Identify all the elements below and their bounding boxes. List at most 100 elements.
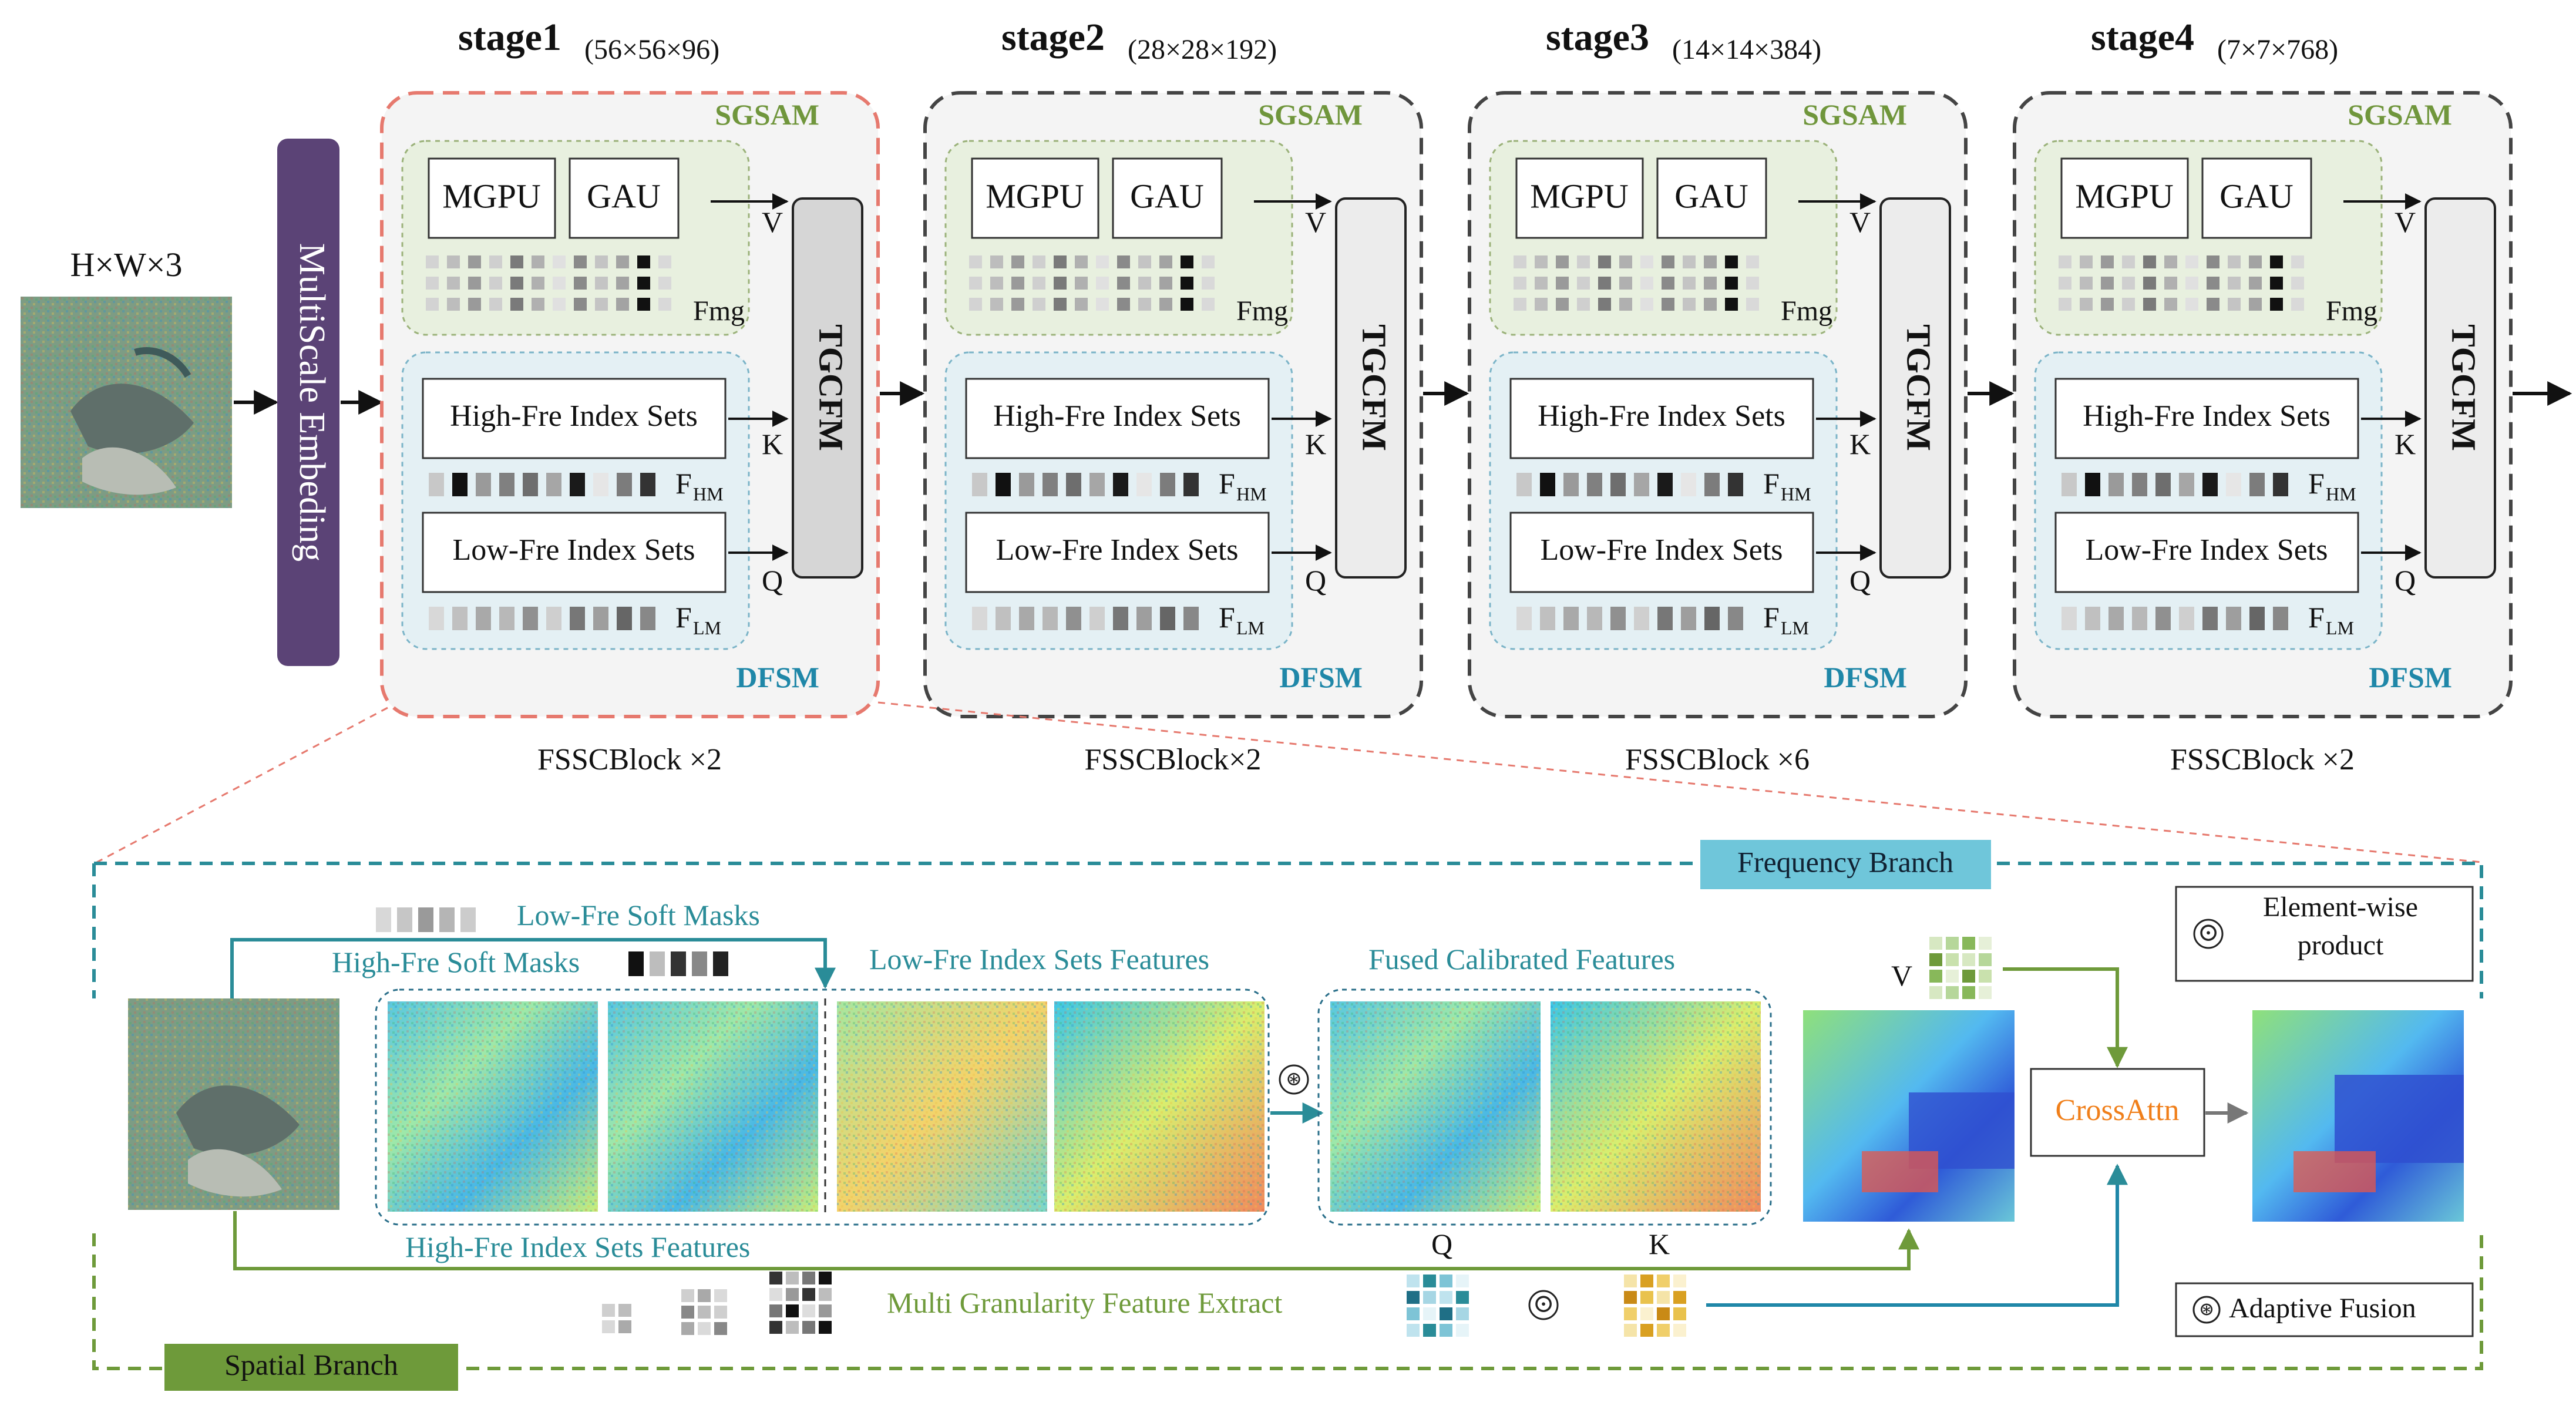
low-index-features-label: Low-Fre Index Sets Features xyxy=(869,943,1209,976)
flm-subscript: LM xyxy=(1236,617,1265,638)
low-fre-box xyxy=(965,512,1270,593)
adaptive-fusion-glyph: ⊛ xyxy=(1286,1068,1303,1090)
qk-to-crossattn-arrow xyxy=(1706,1163,2128,1307)
fmg-cell xyxy=(969,277,982,290)
q-label: Q xyxy=(1305,564,1326,597)
fmg-cell xyxy=(2143,298,2156,311)
fmg-cell xyxy=(1011,298,1024,311)
fmg-cell xyxy=(1598,277,1611,290)
fmg-cell xyxy=(1662,277,1674,290)
flm-cell xyxy=(1540,607,1555,630)
flm-cell xyxy=(972,607,987,630)
k-cell xyxy=(1624,1324,1637,1337)
q-cell xyxy=(1407,1291,1420,1304)
flm-cell xyxy=(2132,607,2147,630)
fhm-subscript: HM xyxy=(693,483,724,505)
v-cell xyxy=(1929,953,1942,966)
q-cell xyxy=(1440,1307,1452,1320)
low-fre-label: Low-Fre Index Sets xyxy=(452,533,695,567)
k-cell xyxy=(1657,1291,1670,1304)
fmg-cell xyxy=(2291,277,2304,290)
gran-3x3-cell xyxy=(681,1289,694,1302)
fmg-cell xyxy=(990,298,1003,311)
k-cell xyxy=(1624,1275,1637,1287)
fmg-label: Fmg xyxy=(1781,295,1832,327)
low-soft-mask-strip xyxy=(376,907,476,932)
k-cell xyxy=(1657,1275,1670,1287)
fmg-cell xyxy=(1202,255,1215,268)
low-fre-label: Low-Fre Index Sets xyxy=(2085,533,2328,567)
fmg-cell xyxy=(510,298,523,311)
fmg-cell xyxy=(2122,277,2135,290)
crossattn-box xyxy=(2030,1068,2205,1157)
zoom-line-right xyxy=(877,701,2482,863)
fhm-cell xyxy=(2226,473,2241,496)
gran-3x3-cell xyxy=(698,1289,711,1302)
fused-feature-map-2 xyxy=(1551,1001,1761,1212)
fmg-cell xyxy=(1683,298,1696,311)
fhm-cell xyxy=(1066,473,1081,496)
v-label: V xyxy=(2395,206,2416,238)
fused-features-group xyxy=(1317,988,1772,1226)
low-mask-cell xyxy=(418,907,433,932)
high-fre-feature-map-2 xyxy=(608,1001,818,1212)
fsscblock-label: FSSCBlock ×6 xyxy=(1625,743,1810,776)
k-cell xyxy=(1624,1291,1637,1304)
fmg-cell xyxy=(510,255,523,268)
fhm-label: F xyxy=(1219,467,1235,500)
gau-box xyxy=(1656,157,1767,239)
frequency-branch-label: Frequency Branch xyxy=(1737,845,1953,878)
k-cell xyxy=(1657,1307,1670,1320)
fmg-cell xyxy=(1662,255,1674,268)
fmg-cell xyxy=(1033,277,1045,290)
gran-3x3-cell xyxy=(698,1306,711,1319)
gran-2x2-cell xyxy=(602,1320,615,1333)
fhm-cell xyxy=(1516,473,1532,496)
stage-shape: (14×14×384) xyxy=(1672,34,1821,65)
flm-label: F xyxy=(2308,601,2325,634)
fmg-cell xyxy=(426,277,439,290)
gau-box xyxy=(1112,157,1223,239)
fmg-cell xyxy=(2228,298,2241,311)
fmg-cell xyxy=(1096,255,1109,268)
flm-cell xyxy=(452,607,468,630)
detail-q-label: Q xyxy=(1431,1228,1452,1260)
legend-elementwise-line2: product xyxy=(2298,930,2384,961)
high-mask-cell xyxy=(713,951,728,976)
fmg-cell xyxy=(1746,255,1759,268)
spatial-branch-banner xyxy=(164,1344,458,1391)
fmg-label: Fmg xyxy=(693,295,745,327)
low-mask-cell xyxy=(439,907,455,932)
fmg-cell xyxy=(1514,277,1526,290)
mgpu-label: MGPU xyxy=(1530,177,1629,215)
fmg-cell xyxy=(2249,298,2262,311)
fmg-cell xyxy=(2164,255,2177,268)
stage-shape: (7×7×768) xyxy=(2217,34,2338,65)
fmg-cell xyxy=(1725,298,1738,311)
detail-v-label: V xyxy=(1891,959,1912,992)
detail-panel: Frequency Branch Spatial Branch Low-Fre … xyxy=(92,840,2483,1391)
fmg-cell xyxy=(2059,277,2071,290)
index-features-group xyxy=(375,988,1270,1226)
dfsm-label: DFSM xyxy=(736,661,819,694)
gran-4x4-cell xyxy=(802,1272,815,1284)
tgcfm-label: TGCFM xyxy=(1356,324,1394,451)
fmg-cell xyxy=(1640,255,1653,268)
fused-features-label: Fused Calibrated Features xyxy=(1368,943,1675,976)
gran-4x4-cell xyxy=(819,1272,832,1284)
low-fre-box xyxy=(1509,512,1814,593)
fhm-cell xyxy=(476,473,491,496)
fmg-cell xyxy=(1514,255,1526,268)
detail-input-image xyxy=(128,998,339,1210)
low-fre-box xyxy=(422,512,727,593)
flm-cell xyxy=(429,607,444,630)
gran-4x4-cell xyxy=(786,1304,799,1317)
fhm-cell xyxy=(2273,473,2288,496)
mgpu-box xyxy=(971,157,1099,239)
q-cell xyxy=(1456,1275,1469,1287)
q-label: Q xyxy=(2395,564,2416,597)
fhm-cell xyxy=(1681,473,1696,496)
